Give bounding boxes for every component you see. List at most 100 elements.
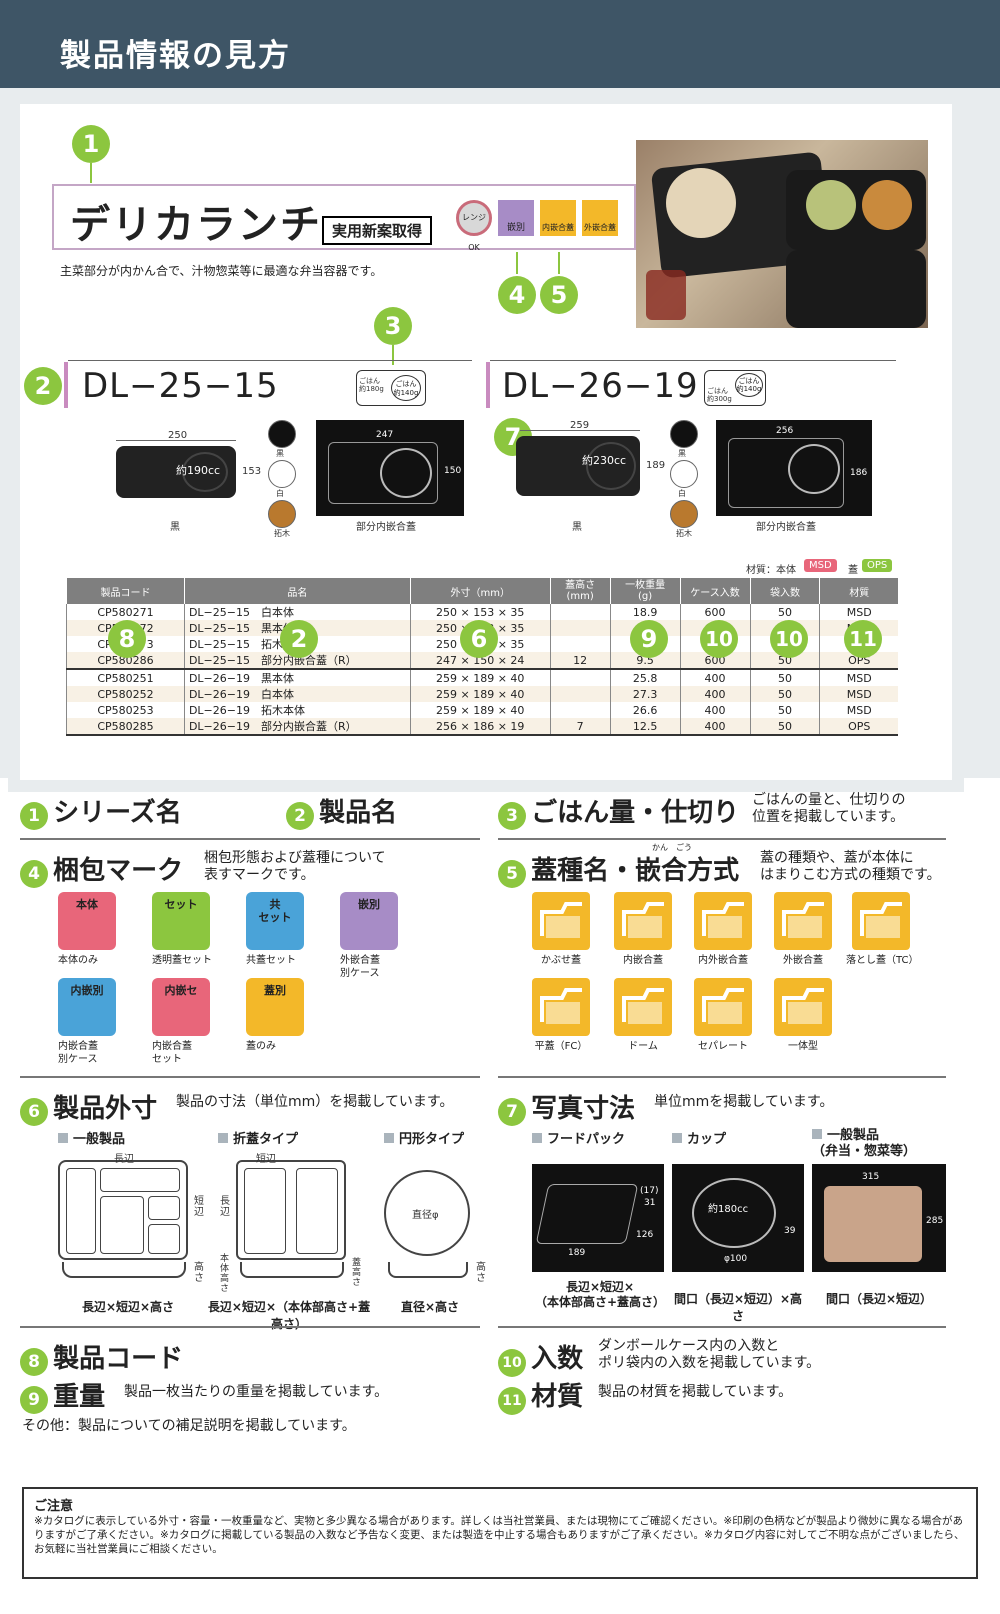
packing-mark: 嵌別外嵌合蓋 別ケース xyxy=(340,892,398,980)
legend-5: 5 蓋種名・嵌合方式 xyxy=(498,850,739,888)
photo-dim: 126 xyxy=(636,1230,654,1240)
product-bar xyxy=(64,362,68,408)
package-icon: 共 セット xyxy=(246,892,304,950)
color-label: 白 xyxy=(678,489,686,498)
legend-5-ruby: かん ごう xyxy=(652,843,692,852)
marker-10b: 10 xyxy=(770,620,808,658)
lid-dome xyxy=(788,444,840,494)
color-label: 拓木 xyxy=(274,529,290,538)
legend-title: 写真寸法 xyxy=(531,1094,636,1124)
photo-dim: 315 xyxy=(862,1172,880,1182)
outer-lid-mark: 外嵌合蓋 xyxy=(582,200,618,236)
packing-mark-label: 外嵌合蓋 別ケース xyxy=(340,955,380,979)
header-bar: 製品情報の見方 xyxy=(0,0,1000,88)
marker-1: 1 xyxy=(72,125,110,163)
lid-type-label: 平蓋（FC） xyxy=(534,1041,588,1052)
diagram-compartment xyxy=(100,1196,144,1254)
capacity-label: 約190cc xyxy=(176,464,221,477)
col-header: 一枚重量 (g) xyxy=(609,578,681,604)
legend-3: 3 ごはん量・仕切り xyxy=(498,792,739,830)
marker-arrow xyxy=(558,252,560,274)
color-label: 黒 xyxy=(678,449,686,458)
table-cell: 256 × 186 × 19 xyxy=(409,718,551,736)
lid-type-label: 内嵌合蓋 xyxy=(623,955,663,966)
photo-caption: 間口（長辺×短辺） xyxy=(825,1292,933,1306)
table-cell: 12.5 xyxy=(609,718,681,736)
inner-lid-mark: 内嵌合蓋 xyxy=(540,200,576,236)
diagram-side xyxy=(240,1262,344,1278)
food-image xyxy=(666,168,736,238)
dim-label: 高さ xyxy=(476,1262,486,1284)
legend-2: 2 製品名 xyxy=(286,792,397,830)
lid-type-icon xyxy=(614,978,672,1036)
lid-depth: 186 xyxy=(850,468,868,478)
legend-number: 7 xyxy=(498,1098,526,1126)
marker-arrow xyxy=(516,252,518,274)
marker-8: 8 xyxy=(108,620,146,658)
color-label: 拓木 xyxy=(676,529,692,538)
table-cell: CP580251 xyxy=(66,669,185,686)
table-cell xyxy=(549,669,611,686)
legend-11: 11 材質 xyxy=(498,1376,583,1415)
legend-9-desc: 製品一枚当たりの重量を掲載しています。 xyxy=(124,1384,389,1400)
table-cell: MSD xyxy=(819,702,898,718)
divider xyxy=(498,838,946,840)
legend-6-desc: 製品の寸法（単位mm）を掲載しています。 xyxy=(176,1094,454,1110)
marker-11: 11 xyxy=(844,620,882,658)
legend-11-desc: 製品の材質を掲載しています。 xyxy=(598,1384,793,1400)
capacity-label: 約230cc xyxy=(582,454,627,467)
width-dimension: 250 xyxy=(168,430,188,441)
color-swatch-wood xyxy=(268,500,296,528)
table-cell: 9.5 xyxy=(609,652,681,670)
photo-dim: 31 xyxy=(644,1198,656,1208)
package-icon: 内嵌別 xyxy=(58,978,116,1036)
soup-image xyxy=(862,180,912,230)
divider xyxy=(20,838,480,840)
packing-mark: 共 セット共蓋セット xyxy=(246,892,304,967)
product-name-2: DL−26−19 xyxy=(502,366,699,406)
material-lid-badge: OPS xyxy=(862,559,893,572)
legend-4: 4 梱包マーク xyxy=(20,850,183,888)
legend-number: 1 xyxy=(20,802,48,830)
tray-bowl xyxy=(586,442,636,490)
lid-type: 外嵌合蓋 xyxy=(774,892,838,967)
page-title: 製品情報の見方 xyxy=(60,38,291,74)
width-dimension: 259 xyxy=(570,420,590,431)
table-cell: 50 xyxy=(749,702,820,718)
lid-outline xyxy=(728,438,844,508)
lid-type: 内外嵌合蓋 xyxy=(694,892,758,967)
table-cell: 259 × 189 × 40 xyxy=(409,669,551,686)
table-cell: CP580286 xyxy=(66,652,185,670)
diagram-round xyxy=(384,1170,470,1256)
col-header: 外寸（mm） xyxy=(409,578,551,604)
legend-title: ごはん量・仕切り xyxy=(531,798,740,828)
legend-1: 1 シリーズ名 xyxy=(20,792,182,830)
lid-type-icon xyxy=(774,892,832,950)
table-cell xyxy=(549,686,611,702)
rice-partition-icon: ごはん 約300g ごはん 約140g xyxy=(704,370,766,406)
packing-mark-label: 透明蓋セット xyxy=(152,955,212,966)
lid-type-label: セパレート xyxy=(698,1041,748,1052)
marker-arrow xyxy=(90,163,92,183)
photo-caption: 長辺×短辺× （本体部高さ+蓋高さ） xyxy=(534,1280,666,1309)
divider xyxy=(498,1326,946,1328)
photo-dim: 285 xyxy=(926,1216,944,1226)
table-cell: CP580253 xyxy=(66,702,185,718)
product-name-1: DL−25−15 xyxy=(82,366,279,406)
packing-mark: 本体本体のみ xyxy=(58,892,116,967)
table-cell: 50 xyxy=(749,652,820,670)
lid-type-icon xyxy=(694,892,752,950)
legend-title: 製品外寸 xyxy=(53,1094,158,1124)
lid-photo-2: 256 186 xyxy=(716,420,872,516)
microwave-ok-mark: レンジOK xyxy=(456,200,492,252)
table-cell: DL−25−15 白本体 xyxy=(183,604,411,620)
table-cell: 400 xyxy=(679,718,751,736)
lid-type-label: 落とし蓋（TC） xyxy=(846,955,919,966)
legend-7-desc: 単位mmを掲載しています。 xyxy=(654,1094,834,1110)
lid-type-icon xyxy=(774,978,832,1036)
notice-box: ご注意 ※カタログに表示している外寸・容量・一枚重量など、実物と多少異なる場合が… xyxy=(22,1487,978,1579)
dim-label: 長辺 xyxy=(220,1196,230,1218)
food-pack-photo: (17) 31 126 189 xyxy=(532,1164,664,1272)
